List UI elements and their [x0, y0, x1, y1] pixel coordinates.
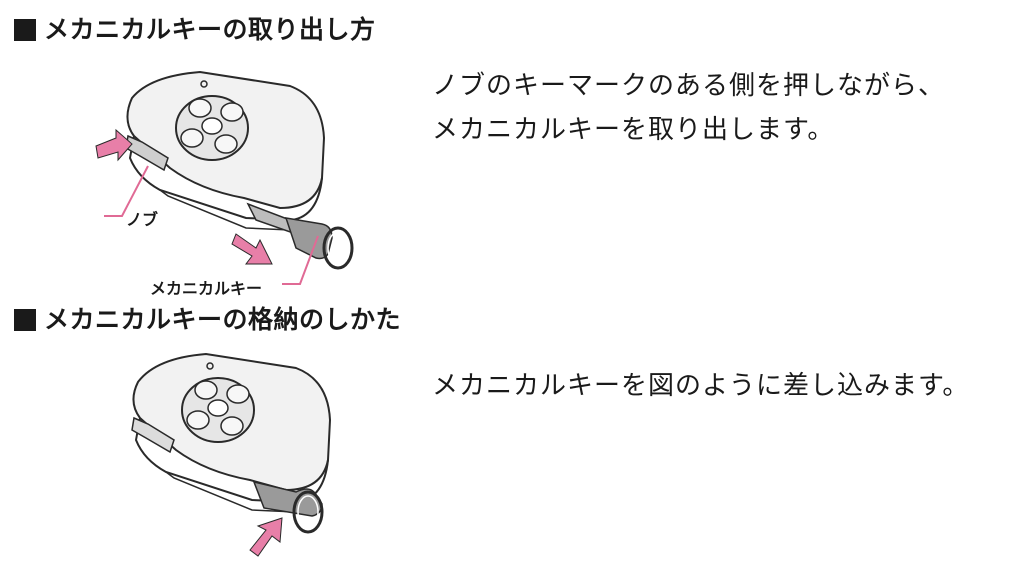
section2-line-1: メカニカルキーを図のように差し込みます。 [432, 371, 970, 401]
key-removal-illustration [95, 70, 354, 285]
mechanical-key [246, 202, 354, 270]
section1-line-2: メカニカルキーを取り出します。 [432, 115, 835, 145]
knob-label: ノブ [126, 210, 159, 229]
square-bullet-icon [14, 19, 36, 41]
section1-body: ノブのキーマークのある側を押しながら、 メカニカルキーを取り出します。 [432, 64, 945, 152]
section2-body: メカニカルキーを図のように差し込みます。 [432, 364, 969, 408]
knob [131, 416, 175, 454]
press-arrow-icon [95, 128, 133, 162]
key-callout-line [282, 235, 319, 285]
mechanical-key [252, 480, 324, 534]
section1-heading-text: メカニカルキーの取り出し方 [44, 15, 376, 44]
insert-arrow-icon [249, 517, 283, 557]
button-cluster [181, 377, 255, 443]
key-storage-illustration [131, 352, 332, 557]
mechanical-key-label: メカニカルキー [150, 279, 263, 298]
knob-callout-line [104, 165, 149, 217]
section1-heading: メカニカルキーの取り出し方 [14, 10, 376, 46]
section2-heading-text: メカニカルキーの格納のしかた [44, 305, 402, 334]
pull-arrow-icon [231, 233, 273, 265]
section1-line-1: ノブのキーマークのある側を押しながら、 [432, 71, 946, 101]
section2-heading: メカニカルキーの格納のしかた [14, 300, 401, 336]
button-cluster [175, 95, 249, 161]
square-bullet-icon [14, 309, 36, 331]
